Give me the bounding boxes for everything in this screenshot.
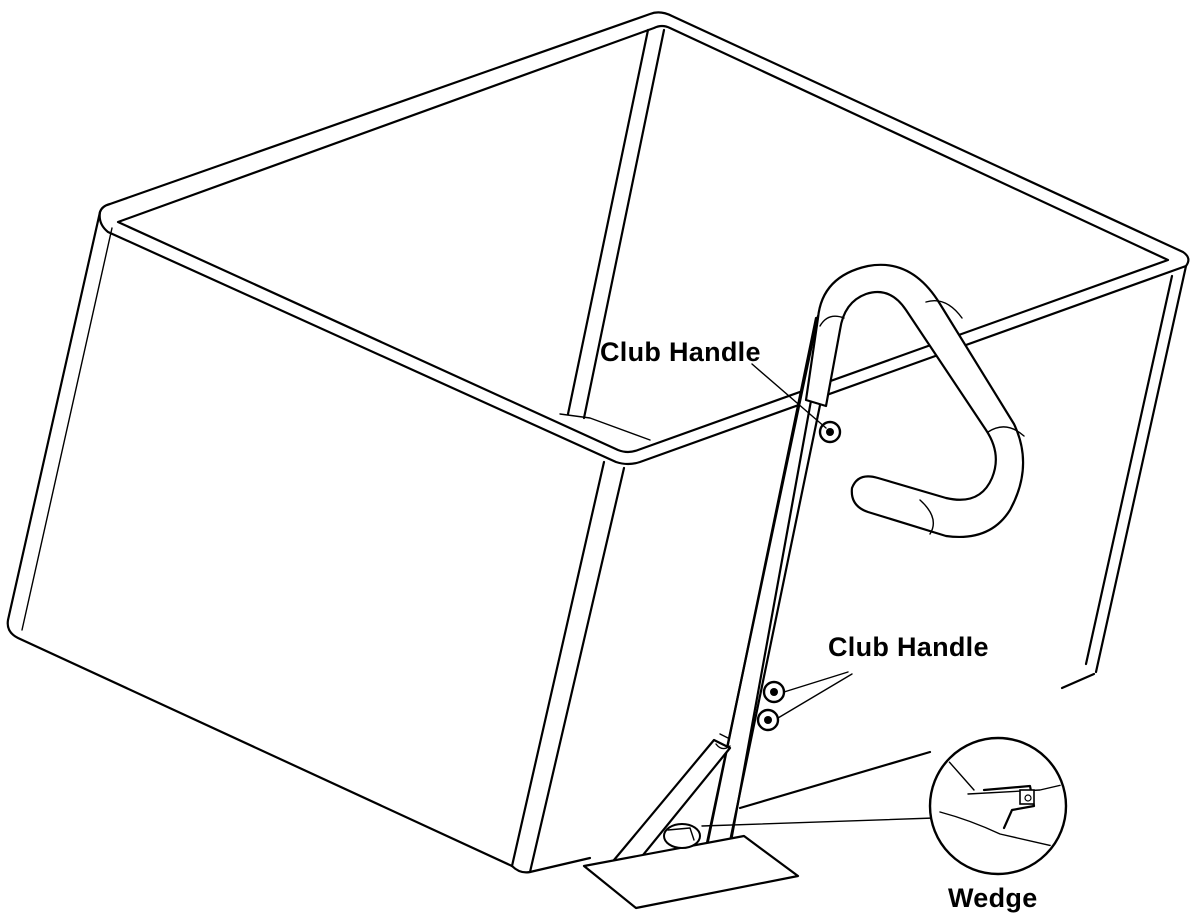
wedge-detail-callout <box>928 736 1068 876</box>
wedge-detail-bolt-hole <box>1024 794 1032 802</box>
ladder-brace-fitting <box>715 733 731 750</box>
club-handle-lower-pair[interactable] <box>756 680 786 732</box>
leader-club-handle-lower-1 <box>783 671 849 693</box>
ladder-handrail[interactable] <box>804 263 1025 538</box>
club-handle-lower-label: Club Handle <box>828 632 989 662</box>
leader-wedge <box>701 817 935 827</box>
ladder-pole-edge <box>698 314 840 882</box>
tank-right-edge <box>1084 264 1188 674</box>
tank-left-edge <box>6 210 514 868</box>
tank-right-bottom-edge <box>1060 672 1096 690</box>
tank-inner-corner <box>566 28 666 420</box>
tank-right-bottom-edge-2 <box>738 750 932 810</box>
club-handle-knob-lower-2-center <box>764 716 772 724</box>
tank-front-corner <box>510 460 626 874</box>
club-handle-knob-upper-center <box>826 428 834 436</box>
leader-club-handle-lower-2 <box>777 673 853 719</box>
wedge-detail-circle <box>928 736 1068 876</box>
tank-outer-rim <box>98 11 1190 466</box>
ladder-pole[interactable] <box>698 316 828 885</box>
tank-bottom-edge <box>510 856 592 874</box>
wedge-detail-bolt <box>1019 789 1035 805</box>
club-handle-knob-lower-1-center <box>770 688 778 696</box>
wedge-label: Wedge <box>948 883 1038 913</box>
club-handle-upper-label: Club Handle <box>600 337 761 367</box>
tank <box>6 11 1190 874</box>
tank-left-edge-inner <box>21 227 113 631</box>
leader-club-handle-upper <box>751 363 827 429</box>
wedge-fitting[interactable] <box>663 823 701 849</box>
wedge-detail-part <box>982 784 1036 830</box>
ladder-handrail-joint <box>819 300 1025 535</box>
tank-inner-rim <box>116 24 1170 454</box>
ladder <box>582 263 1025 910</box>
leader-lines <box>701 363 935 827</box>
wedge-fitting-detail <box>667 827 695 841</box>
tank-inner-floor <box>559 413 651 441</box>
